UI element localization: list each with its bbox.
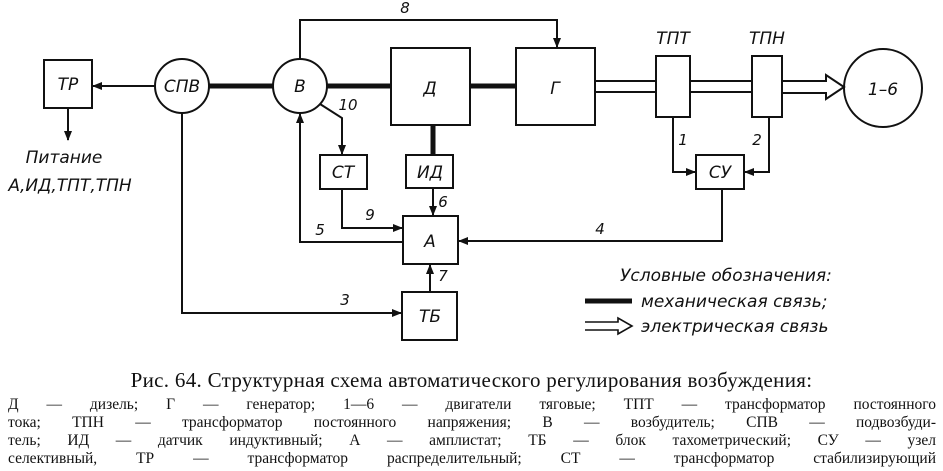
label-spv: СПВ (164, 77, 200, 97)
link-number-6: 6 (438, 193, 448, 211)
supply-targets: А,ИД,ТПТ,ТПН (7, 176, 132, 196)
label-g: Г (550, 79, 561, 99)
caption-title: Рис. 64. Структурная схема автоматическо… (130, 368, 813, 392)
link-8 (299, 19, 561, 59)
link-9 (341, 189, 403, 232)
link-1 (672, 117, 696, 176)
caption-line: тока; ТПН — трансформатор постоянного на… (8, 414, 936, 431)
block-v (272, 58, 328, 114)
block-tpn (751, 55, 783, 118)
caption-line: Д — дизель; Г — генератор; 1—6 — двигате… (8, 396, 936, 413)
caption-line: тель; ИД — датчик индуктивный; А — ампли… (8, 432, 936, 449)
elec-link-g-tpt (595, 80, 656, 93)
label-tb: ТБ (419, 307, 441, 327)
link-3 (181, 113, 402, 317)
label-st: СТ (332, 163, 356, 183)
link-10 (319, 103, 346, 155)
link-number-3: 3 (340, 291, 350, 309)
label-d: Д (422, 79, 436, 99)
supply-label: Питание (26, 148, 103, 168)
caption-line: селективный, ТР — трансформатор распреде… (8, 450, 936, 467)
label-v: В (294, 77, 306, 97)
elec-link-tpt-tpn (690, 80, 752, 93)
block-g (515, 47, 596, 126)
link-number-2: 2 (752, 131, 762, 149)
link-2 (744, 117, 770, 176)
label-motors: 1–6 (868, 80, 898, 100)
link-number-5: 5 (315, 221, 325, 239)
legend-mechanical-label: механическая связь; (641, 292, 827, 312)
link-number-10: 10 (338, 96, 357, 114)
label-tr: ТР (58, 75, 79, 95)
link-5 (296, 113, 403, 243)
legend-electrical-arrow (585, 316, 634, 336)
block-tpt (655, 55, 691, 118)
legend-title: Условные обозначения: (620, 266, 832, 286)
label-tpt: ТПТ (656, 29, 691, 49)
block-tb (401, 291, 458, 341)
block-motors (843, 48, 923, 128)
legend-electrical-label: электрическая связь (641, 317, 828, 337)
label-id: ИД (417, 163, 443, 183)
elec-link-tpn-motors (782, 73, 846, 101)
block-a (402, 215, 459, 265)
block-d (390, 47, 471, 126)
link-number-8: 8 (400, 0, 410, 17)
block-spv (154, 58, 210, 114)
link-number-7: 7 (438, 267, 448, 285)
link-number-1: 1 (678, 131, 688, 149)
block-id (405, 154, 454, 189)
label-a: А (423, 232, 436, 252)
link-4 (458, 189, 723, 245)
block-su (695, 154, 745, 190)
block-st (319, 154, 368, 190)
link-number-9: 9 (365, 206, 375, 224)
block-tr (43, 59, 93, 109)
link-number-4: 4 (595, 220, 605, 238)
label-tpn: ТПН (749, 29, 785, 49)
block-diagram: ТР СПВ В Д Г ТПТ ТПН 1–6 СТ ИД А ТБ СУ П… (7, 0, 923, 341)
label-su: СУ (709, 163, 733, 183)
